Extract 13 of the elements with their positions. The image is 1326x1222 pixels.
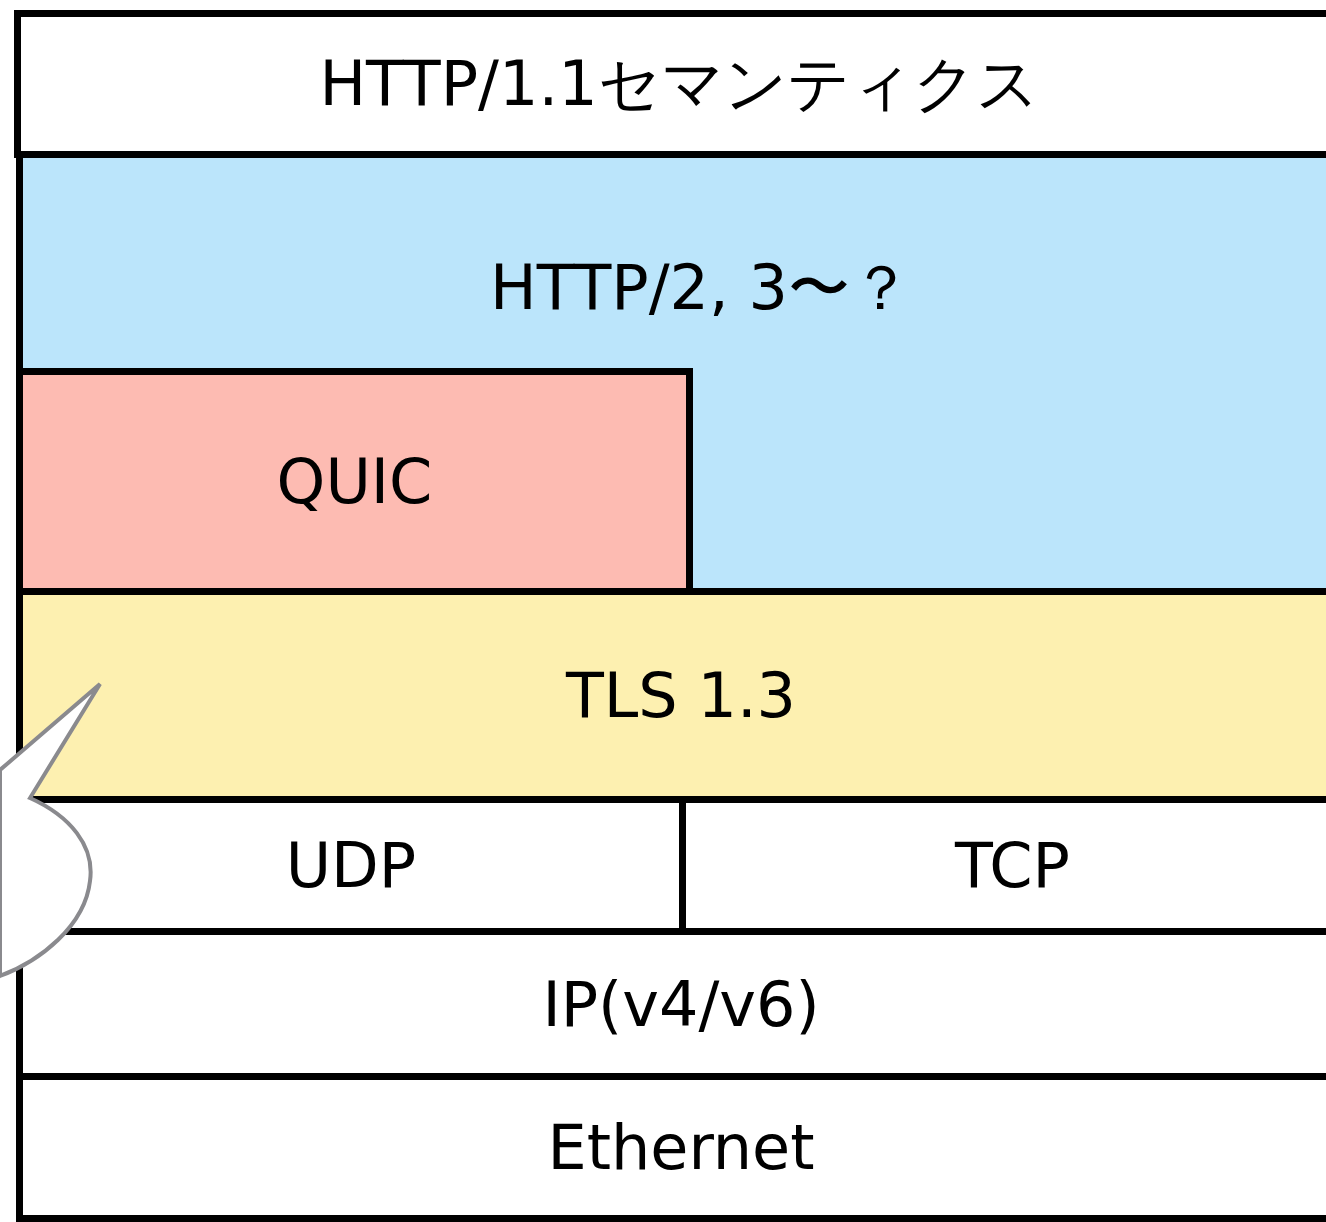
layer-label: TCP bbox=[955, 829, 1070, 902]
layer-label: QUIC bbox=[276, 445, 433, 518]
protocol-layer bbox=[16, 1080, 1326, 1222]
layer-label: UDP bbox=[285, 829, 417, 902]
protocol-layer bbox=[23, 368, 693, 588]
layer-label: IP(v4/v6) bbox=[542, 967, 820, 1041]
layer-label: Ethernet bbox=[547, 1111, 815, 1184]
protocol-layer bbox=[14, 10, 1326, 158]
protocol-layer bbox=[16, 595, 1326, 803]
layer-label: TLS 1.3 bbox=[565, 659, 797, 732]
layer-label: HTTP/1.1セマンティクス bbox=[319, 46, 1039, 122]
layer-label: HTTP/2, 3〜？ bbox=[490, 250, 912, 326]
protocol-layer bbox=[16, 158, 1326, 595]
